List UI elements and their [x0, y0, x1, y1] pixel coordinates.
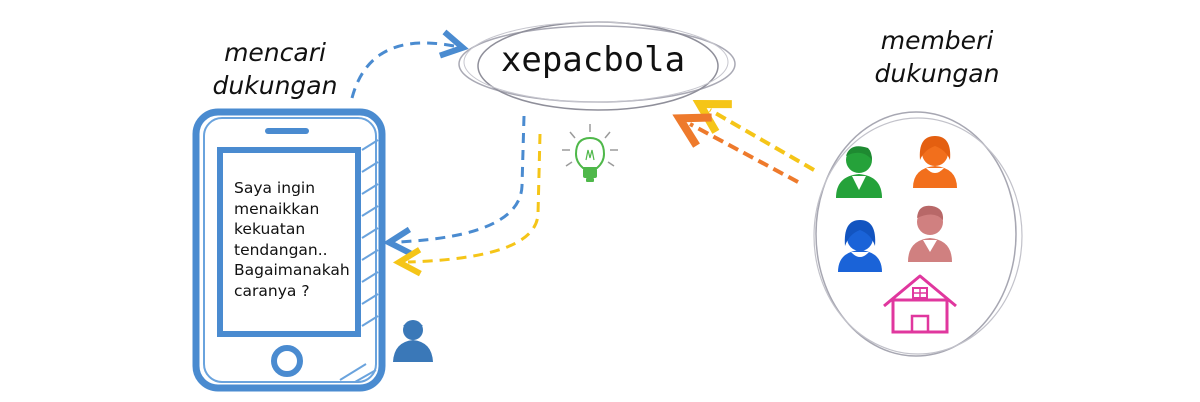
house-icon: [883, 274, 957, 334]
give-support-label: memberi dukungan: [874, 26, 1000, 88]
phone-message: Saya ingin menaikkan kekuatan tendangan.…: [234, 179, 350, 300]
supporters-group-circle: [813, 111, 1023, 357]
woman-icon: [913, 136, 957, 188]
arrow-brand-to-phone-yellow: [408, 133, 542, 262]
arrow-brand-to-phone-blue: [398, 115, 526, 242]
seek-support-label: mencari dukungan: [212, 38, 338, 100]
user-icon: [393, 320, 433, 362]
man-icon: [836, 146, 882, 198]
lightbulb-icon: [562, 124, 618, 182]
man-icon: [908, 205, 952, 262]
smartphone-icon: [192, 108, 386, 392]
arrow-supporters-to-brand-orange: [690, 124, 799, 184]
brand-name: xepacbola: [500, 40, 686, 80]
arrow-phone-to-brand: [350, 43, 454, 99]
arrow-supporters-to-brand-yellow: [710, 110, 815, 172]
brand-cloud: [458, 21, 736, 111]
woman-icon: [838, 220, 882, 272]
